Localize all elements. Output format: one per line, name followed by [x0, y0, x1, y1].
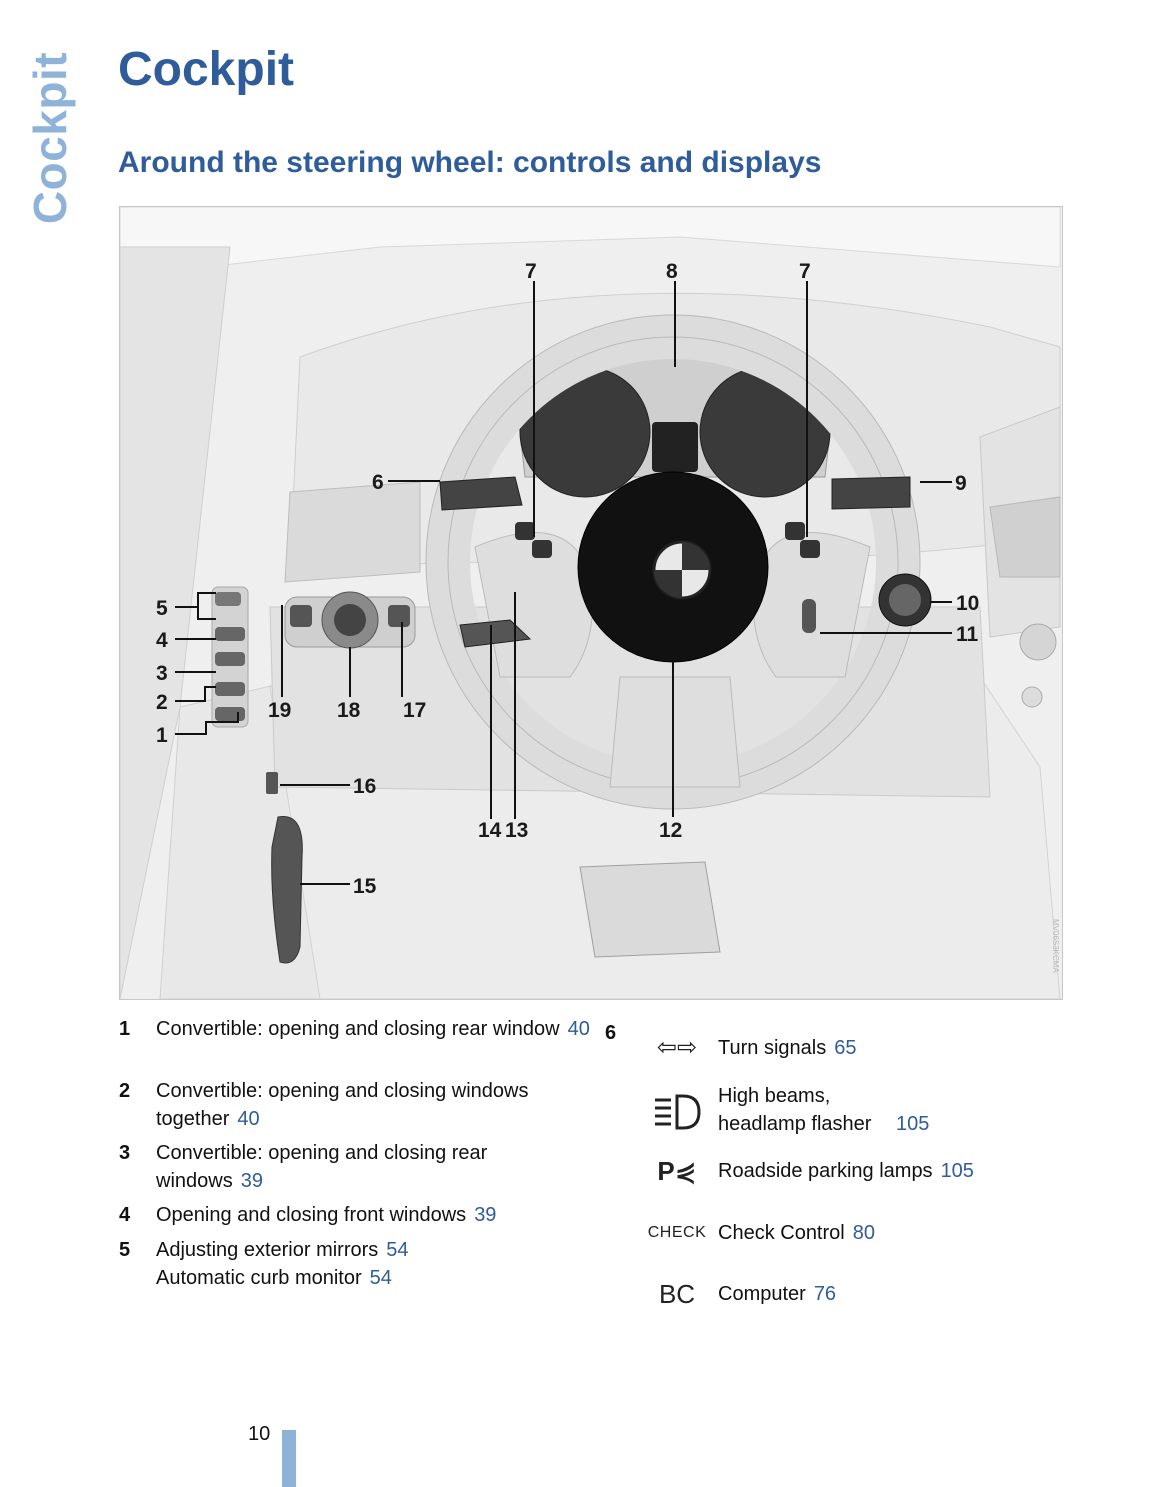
legend-text: Check Control: [718, 1222, 845, 1244]
legend-number-6: 6: [605, 1022, 617, 1044]
page-marker-bar: [282, 1430, 296, 1487]
legend-text: Convertible: opening and closing rear wi…: [156, 1142, 488, 1192]
turn-signal-icon: ⇦⇨: [656, 1034, 698, 1061]
callout-19: 19: [268, 699, 292, 722]
callout-12: 12: [659, 819, 683, 842]
legend-text: Opening and closing front windows: [156, 1204, 467, 1226]
page-ref-link[interactable]: 105: [896, 1113, 930, 1135]
callout-11: 11: [956, 623, 979, 646]
callout-18: 18: [337, 699, 361, 722]
legend-text: Roadside parking lamps: [718, 1160, 933, 1182]
legend-text: Computer: [718, 1283, 806, 1305]
callout-7-right: 7: [799, 260, 811, 283]
legend-number: 1: [119, 1018, 131, 1040]
legend-number: 5: [119, 1239, 131, 1261]
callout-5: 5: [156, 597, 168, 620]
page-ref-link[interactable]: 65: [834, 1037, 857, 1059]
cockpit-illustration: 7 8 7 6 9 10 11 5 4 3 2 1 19 18 17 16 15…: [119, 206, 1063, 1000]
callout-17: 17: [403, 699, 427, 722]
callout-1: 1: [156, 724, 168, 747]
legend-text: Convertible: opening and closing rear wi…: [156, 1018, 560, 1040]
callout-9: 9: [955, 472, 967, 495]
legend-number: 4: [119, 1204, 131, 1226]
page-number: 10: [248, 1423, 271, 1445]
page-ref-link[interactable]: 105: [940, 1160, 974, 1182]
image-code: MV06S3KCMA: [1051, 919, 1060, 973]
page-ref-link[interactable]: 40: [567, 1018, 590, 1040]
check-control-icon: CHECK: [647, 1224, 707, 1241]
high-beam-icon: [644, 1092, 710, 1140]
callout-3: 3: [156, 662, 168, 685]
callout-13: 13: [505, 819, 529, 842]
page-ref-link[interactable]: 76: [813, 1283, 837, 1305]
legend-text: High beams, headlamp flasher: [718, 1085, 872, 1135]
cockpit-drawing: [120, 207, 1061, 999]
legend-text: Adjusting exterior mirrors: [156, 1239, 379, 1261]
callout-6: 6: [372, 471, 384, 494]
side-tab-label: Cockpit: [24, 51, 76, 225]
callout-7-left: 7: [525, 260, 537, 283]
callout-10: 10: [956, 592, 980, 615]
callout-8: 8: [666, 260, 678, 283]
page-ref-link[interactable]: 54: [369, 1267, 392, 1289]
page-ref-link[interactable]: 39: [240, 1170, 263, 1192]
legend-number: 2: [119, 1080, 131, 1102]
parking-lamp-icon: P⋞: [657, 1156, 697, 1186]
computer-icon: BC: [658, 1279, 696, 1309]
page-ref-link[interactable]: 39: [474, 1204, 497, 1226]
section-title: Around the steering wheel: controls and …: [118, 146, 822, 179]
callout-16: 16: [353, 775, 377, 798]
callout-14: 14: [478, 819, 502, 842]
legend-text-2: Automatic curb monitor: [156, 1267, 362, 1289]
page-title: Cockpit: [118, 43, 295, 96]
side-tab: Cockpit: [22, 48, 78, 228]
callout-15: 15: [353, 875, 377, 898]
callout-2: 2: [156, 691, 168, 714]
legend-text: Turn signals: [718, 1037, 827, 1059]
page-ref-link[interactable]: 80: [852, 1222, 875, 1244]
legend-text-high-beams: High beams, headlamp flasher 105: [718, 1082, 1058, 1138]
legend-text: Convertible: opening and closing windows…: [156, 1080, 529, 1130]
page-ref-link[interactable]: 54: [386, 1239, 409, 1261]
legend-number: 3: [119, 1142, 131, 1164]
legend-item-6: ⇦⇨ Turn signals 65 High beams, headlamp f…: [644, 1030, 1064, 1330]
callout-4: 4: [156, 629, 168, 652]
page-ref-link[interactable]: 40: [237, 1108, 260, 1130]
